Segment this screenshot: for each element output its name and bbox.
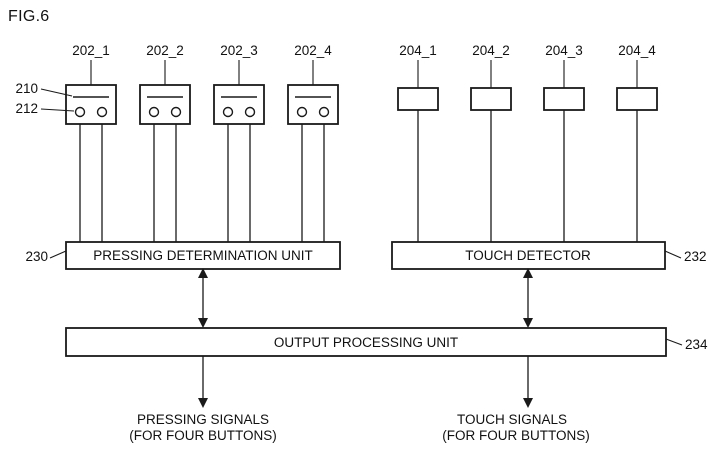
switch-202-2: 202_2: [139, 43, 191, 242]
figure-title: FIG.6: [8, 8, 50, 25]
switch-202-2-box: [139, 84, 191, 125]
pressing-arrowhead-down: [198, 318, 208, 328]
switch-202-4-box: [287, 84, 339, 125]
touch-detector: TOUCH DETECTOR 232: [391, 241, 707, 270]
pressing-output-bidirectional-arrow: [198, 268, 208, 328]
output-processing-unit: OUTPUT PROCESSING UNIT 234: [65, 327, 708, 357]
touch-arrowhead-down: [523, 318, 533, 328]
switch-202-1: 202_1: [65, 43, 117, 242]
switch-202-3-box: [213, 84, 265, 125]
touch-sensor-204-3: 204_3: [543, 43, 585, 242]
touch-sensor-204-1: 204_1: [397, 43, 439, 242]
ref-212-label: 212: [15, 101, 38, 116]
switch-202-3: 202_3: [213, 43, 265, 242]
ref-234-leader: [665, 338, 683, 346]
ref-210-leader: [40, 88, 73, 97]
pressing-determination-unit-label: PRESSING DETERMINATION UNIT: [93, 248, 313, 263]
ref-232-label: 232: [684, 249, 707, 264]
touch-signals-output: TOUCH SIGNALS (FOR FOUR BUTTONS): [442, 356, 590, 443]
ref-232-leader: [664, 250, 682, 259]
touch-output-bidirectional-arrow: [523, 268, 533, 328]
switch-202-3-contact-right: [244, 106, 256, 118]
switch-202-2-contact-right: [170, 106, 182, 118]
touch-204-4-box: [616, 87, 658, 111]
ref-212-leader: [40, 108, 75, 112]
output-processing-unit-label: OUTPUT PROCESSING UNIT: [274, 335, 458, 350]
ref-230-leader: [49, 250, 67, 259]
output-processing-unit-box: [65, 327, 667, 357]
switch-202-2-label: 202_2: [146, 43, 184, 58]
pressing-determination-unit: PRESSING DETERMINATION UNIT 230: [25, 241, 341, 270]
touch-204-1-box: [397, 87, 439, 111]
switch-202-3-label: 202_3: [220, 43, 258, 58]
touch-204-2-label: 204_2: [472, 43, 510, 58]
switch-202-1-box: [65, 84, 117, 125]
switch-202-1-contact-right: [96, 106, 108, 118]
switch-202-4: 202_4: [287, 43, 339, 242]
switch-202-1-label: 202_1: [72, 43, 110, 58]
switch-202-4-contact-right: [318, 106, 330, 118]
switch-202-1-contact-left: [74, 106, 86, 118]
switch-202-2-contact-left: [148, 106, 160, 118]
ref-210-label: 210: [15, 81, 38, 96]
switch-202-4-contact-left: [296, 106, 308, 118]
touch-signals-arrowhead: [523, 398, 533, 408]
touch-204-1-label: 204_1: [399, 43, 437, 58]
touch-204-2-box: [470, 87, 512, 111]
ref-230-label: 230: [25, 249, 48, 264]
touch-204-3-box: [543, 87, 585, 111]
pressing-signals-caption-line1: PRESSING SIGNALS: [137, 412, 269, 427]
pressing-arrowhead-up: [198, 268, 208, 278]
touch-sensor-204-2: 204_2: [470, 43, 512, 242]
switch-202-4-label: 202_4: [294, 43, 332, 58]
pressing-signals-output: PRESSING SIGNALS (FOR FOUR BUTTONS): [129, 356, 277, 443]
pressing-signals-arrowhead: [198, 398, 208, 408]
touch-204-3-label: 204_3: [545, 43, 583, 58]
touch-signals-caption-line1: TOUCH SIGNALS: [457, 412, 567, 427]
touch-sensor-204-4: 204_4: [616, 43, 658, 242]
touch-204-4-label: 204_4: [618, 43, 656, 58]
touch-arrowhead-up: [523, 268, 533, 278]
pressing-signals-caption-line2: (FOR FOUR BUTTONS): [129, 428, 277, 443]
touch-detector-label: TOUCH DETECTOR: [465, 248, 591, 263]
switch-part-refs: 210 212: [15, 81, 75, 116]
touch-signals-caption-line2: (FOR FOUR BUTTONS): [442, 428, 590, 443]
ref-234-label: 234: [685, 337, 708, 352]
switch-202-3-contact-left: [222, 106, 234, 118]
